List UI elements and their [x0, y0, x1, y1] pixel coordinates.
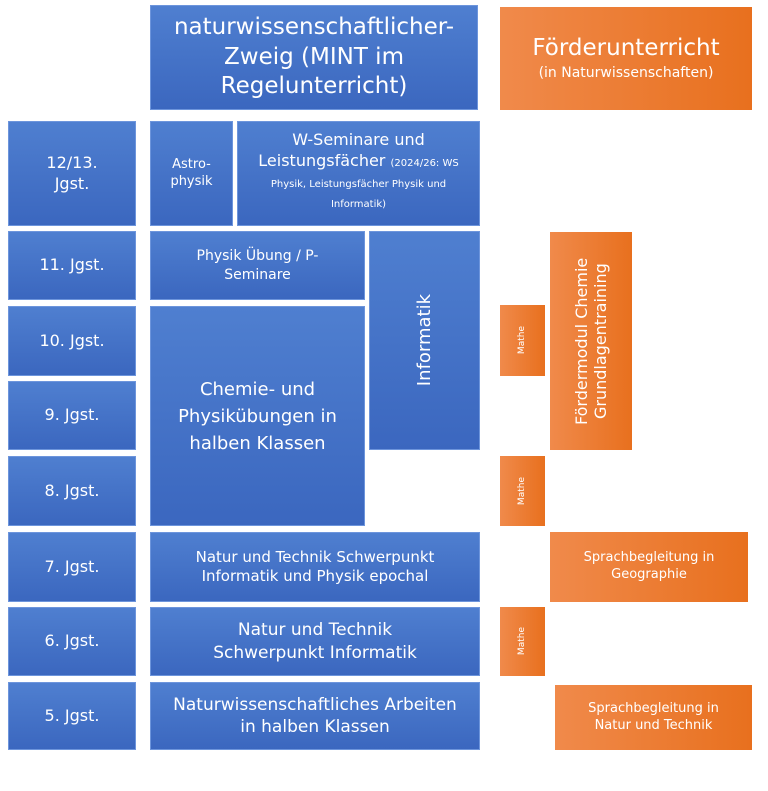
informatik-label: Informatik	[413, 294, 435, 387]
grade-6: 6. Jgst.	[8, 607, 136, 676]
grade-11: 11. Jgst.	[8, 231, 136, 300]
sprachbegleitung-nut: Sprachbegleitung in Natur und Technik	[555, 685, 752, 750]
physik-uebung-block: Physik Übung / P-Seminare	[150, 231, 365, 300]
sprachbegleitung-geographie: Sprachbegleitung in Geographie	[550, 532, 748, 602]
w-seminare-note: (2024/26: WS Physik, Leistungsfächer Phy…	[270, 157, 459, 211]
grade-12-13: 12/13. Jgst.	[8, 121, 136, 226]
w-seminare-block: W-Seminare und Leistungsfächer (2024/26:…	[237, 121, 480, 226]
mathe-block-10: Mathe	[500, 305, 545, 376]
foerdermodul-chemie-block: Fördermodul Chemie Grundlagentraining	[550, 232, 632, 450]
grade-8: 8. Jgst.	[8, 456, 136, 526]
support-subtitle: (in Naturwissenschaften)	[538, 65, 714, 82]
support-title: Förderunterricht	[532, 35, 720, 62]
mathe-label: Mathe	[516, 627, 527, 656]
mathe-label: Mathe	[516, 326, 527, 355]
foerdermodul-label: Fördermodul Chemie Grundlagentraining	[571, 257, 610, 425]
mathe-block-8: Mathe	[500, 456, 545, 526]
mathe-label: Mathe	[516, 476, 527, 506]
grade-9: 9. Jgst.	[8, 381, 136, 450]
nut-6-block: Natur und Technik Schwerpunkt Informatik	[150, 607, 480, 676]
support-header: Förderunterricht (in Naturwissenschaften…	[500, 7, 752, 110]
main-header: naturwissenschaftlicher-Zweig (MINT im R…	[150, 5, 478, 110]
w-seminare-title: W-Seminare und Leistungsfächer	[258, 130, 425, 170]
mathe-block-6: Mathe	[500, 607, 545, 676]
nut-7-block: Natur und Technik Schwerpunkt Informatik…	[150, 532, 480, 602]
grade-7: 7. Jgst.	[8, 532, 136, 602]
grade-5: 5. Jgst.	[8, 682, 136, 750]
astrophysik-block: Astro-physik	[150, 121, 233, 226]
nwa-5-block: Naturwissenschaftliches Arbeiten in halb…	[150, 682, 480, 750]
chemie-physik-block: Chemie- und Physikübungen in halben Klas…	[150, 306, 365, 526]
informatik-block: Informatik	[369, 231, 480, 450]
grade-10: 10. Jgst.	[8, 306, 136, 376]
